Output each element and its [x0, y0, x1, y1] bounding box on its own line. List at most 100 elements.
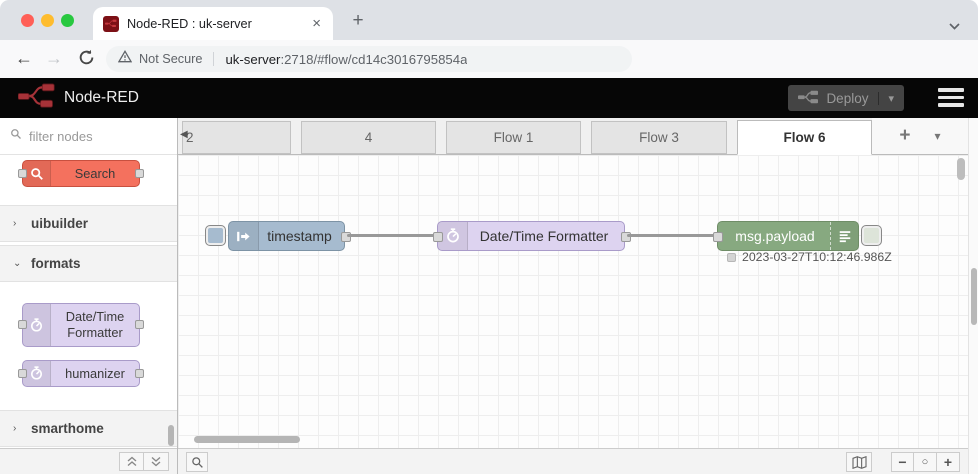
palette-footer	[0, 448, 177, 474]
deploy-label: Deploy	[826, 90, 869, 106]
back-icon[interactable]: ←	[15, 48, 33, 68]
flow-tab-flow6[interactable]: Flow 6	[737, 120, 872, 155]
flow-tab-label: Flow 6	[783, 130, 826, 145]
flow-tab-4[interactable]: 4	[301, 121, 436, 154]
debug-node[interactable]: msg.payload	[713, 221, 859, 251]
search-node-icon	[23, 161, 51, 186]
tab-bar-actions: + ▾	[872, 118, 968, 154]
node-label: timestamp	[267, 228, 332, 244]
mac-close-button[interactable]	[21, 14, 34, 27]
node-input-port[interactable]	[713, 232, 723, 242]
filter-search-icon	[10, 127, 22, 145]
palette-filter[interactable]	[0, 118, 177, 155]
flow-tab-2[interactable]: 2	[182, 121, 291, 154]
chevron-down-icon: ⌄	[13, 258, 22, 269]
flow-tab-flow3[interactable]: Flow 3	[591, 121, 727, 154]
chevron-right-icon: ›	[13, 218, 17, 229]
node-output-port	[135, 320, 144, 329]
inject-button[interactable]	[205, 225, 226, 246]
palette-node-label: humanizer	[65, 365, 125, 381]
wire[interactable]	[627, 234, 719, 237]
page-scrollbar-thumb[interactable]	[971, 268, 977, 325]
node-output-port[interactable]	[341, 232, 351, 242]
palette-sidebar: Search › uibuilder ⌄ formats	[0, 118, 178, 474]
palette-node-humanizer[interactable]: humanizer	[18, 360, 144, 387]
timer-icon	[438, 222, 468, 250]
node-input-port[interactable]	[433, 232, 443, 242]
category-label: smarthome	[31, 421, 104, 436]
timer-icon	[23, 304, 51, 346]
flow-tab-label: Flow 3	[639, 130, 679, 145]
flow-list-caret-icon[interactable]: ▾	[934, 129, 941, 143]
chevron-right-icon: ›	[13, 423, 17, 434]
flow-canvas[interactable]: timestamp Date/Time Formatter msg.pa	[178, 155, 968, 448]
browser-tab-title: Node-RED : uk-server	[127, 16, 252, 31]
deploy-button[interactable]: Deploy ▾	[788, 85, 904, 111]
page-scrollbar[interactable]	[968, 118, 978, 474]
canvas-vertical-scrollbar[interactable]	[957, 158, 965, 180]
deploy-node-icon	[798, 90, 819, 107]
new-tab-button[interactable]: +	[352, 10, 364, 31]
palette-node-label: Search	[74, 165, 116, 181]
add-flow-icon[interactable]: +	[899, 125, 911, 146]
node-label: msg.payload	[735, 228, 815, 244]
mac-fullscreen-button[interactable]	[61, 14, 74, 27]
debug-status: 2023-03-27T10:12:46.986Z	[727, 250, 892, 264]
node-input-port	[18, 368, 27, 378]
reload-icon[interactable]	[74, 49, 98, 71]
zoom-in-button[interactable]: +	[937, 452, 960, 472]
flow-tab-label: 2	[186, 130, 194, 145]
zoom-reset-button[interactable]: ○	[914, 452, 937, 472]
category-label: uibuilder	[31, 216, 88, 231]
nodered-header: Node-RED Deploy ▾	[0, 78, 978, 118]
palette-category-formats[interactable]: ⌄ formats	[0, 245, 177, 282]
palette-node-label: Date/Time Formatter	[65, 309, 125, 340]
node-output-port[interactable]	[621, 232, 631, 242]
wire[interactable]	[347, 234, 439, 237]
browser-tab[interactable]: Node-RED : uk-server ×	[93, 7, 333, 40]
debug-toggle-button[interactable]	[861, 225, 882, 246]
deploy-caret-icon[interactable]: ▾	[878, 91, 894, 105]
forward-icon: →	[45, 48, 63, 68]
collapse-all-categories-button[interactable]	[119, 452, 144, 471]
main-menu-icon[interactable]	[938, 88, 964, 111]
mac-minimize-button[interactable]	[41, 14, 54, 27]
nodered-favicon	[103, 15, 119, 32]
tab-close-icon[interactable]: ×	[312, 15, 321, 32]
debug-list-icon	[830, 222, 858, 250]
tab-scroll-left-icon[interactable]: ◀	[180, 129, 188, 140]
flow-tab-flow1[interactable]: Flow 1	[446, 121, 581, 154]
navigator-map-button[interactable]	[846, 452, 872, 472]
tab-search-chevron-icon[interactable]	[949, 17, 960, 35]
status-dot-icon	[727, 252, 736, 262]
main-area: Search › uibuilder ⌄ formats	[0, 118, 978, 474]
canvas-search-button[interactable]	[186, 452, 208, 472]
inject-icon	[229, 222, 259, 250]
palette-filter-input[interactable]	[29, 128, 159, 144]
datetime-formatter-node[interactable]: Date/Time Formatter	[433, 221, 631, 251]
palette-node-search[interactable]: Search	[18, 160, 144, 187]
palette-scrollbar[interactable]	[168, 425, 174, 446]
node-input-port	[18, 168, 27, 178]
canvas-horizontal-scrollbar[interactable]	[194, 436, 300, 443]
inject-node[interactable]: timestamp	[228, 221, 351, 251]
zoom-out-button[interactable]: −	[891, 452, 914, 472]
palette-category-uibuilder[interactable]: › uibuilder	[0, 205, 177, 242]
not-secure-label: Not Secure	[139, 52, 203, 66]
flow-tab-label: Flow 1	[493, 130, 534, 145]
palette-body: Search › uibuilder ⌄ formats	[0, 155, 177, 448]
flow-tab-label: 4	[364, 130, 373, 145]
palette-category-smarthome[interactable]: › smarthome	[0, 410, 177, 447]
palette-node-datetime-formatter[interactable]: Date/Time Formatter	[18, 303, 144, 347]
omnibox-divider	[213, 52, 215, 66]
browser-toolbar: ← → Not Secure uk-server:2718/#flow/cd14…	[0, 40, 978, 112]
node-input-port	[18, 320, 27, 329]
browser-tab-strip: Node-RED : uk-server × +	[0, 0, 978, 40]
expand-all-categories-button[interactable]	[144, 452, 169, 471]
timer-icon	[23, 361, 51, 386]
workspace-footer: − ○ +	[178, 448, 968, 474]
address-bar[interactable]: Not Secure uk-server:2718/#flow/cd14c301…	[106, 46, 632, 72]
app-title: Node-RED	[64, 89, 139, 106]
node-output-port	[135, 168, 144, 178]
